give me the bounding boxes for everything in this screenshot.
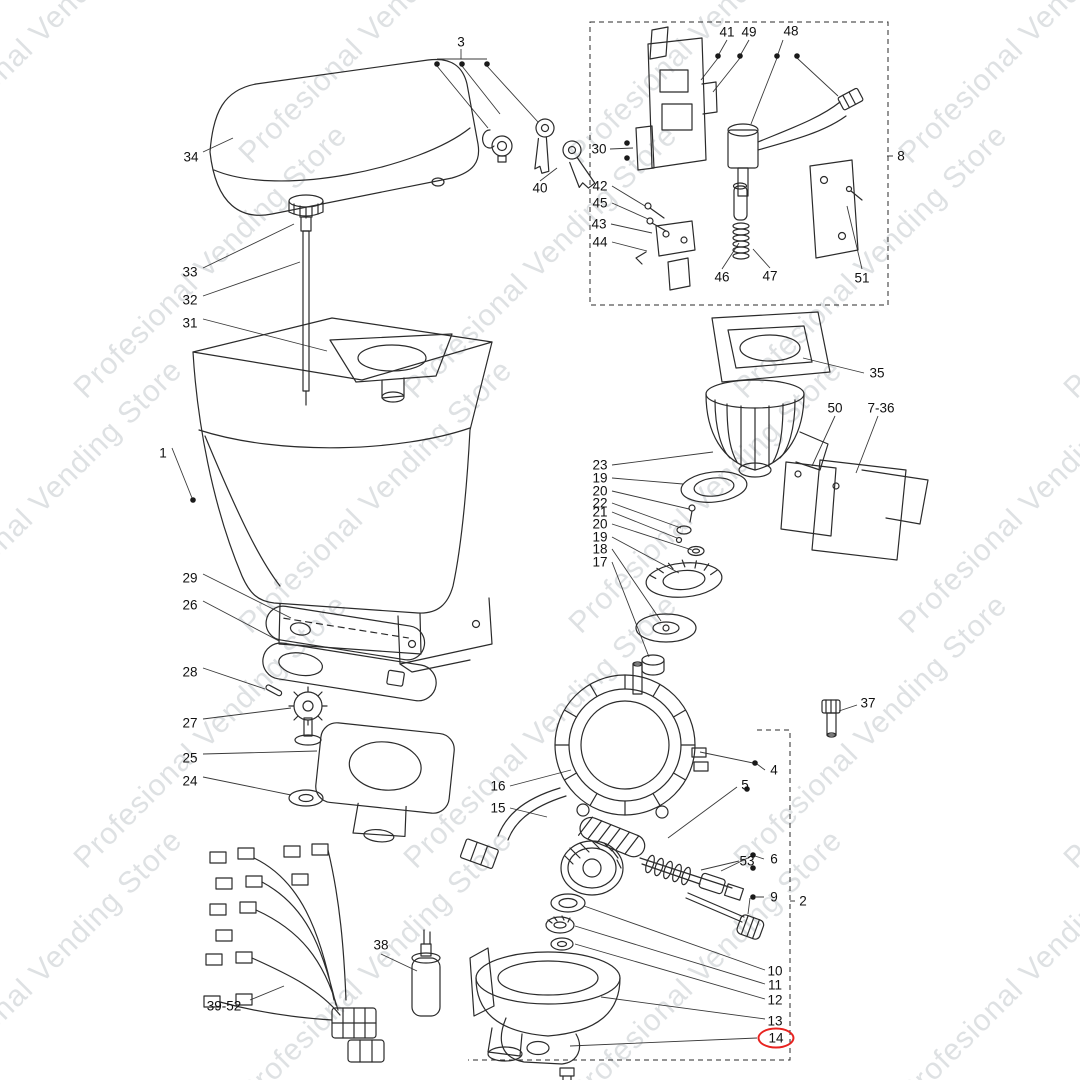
auger-tray-drawing (265, 605, 426, 661)
capacitor-drawing (411, 929, 441, 1017)
funnel-drawing (329, 333, 453, 403)
drive-shaft-drawing (639, 854, 745, 901)
worm-gear-drawing (560, 816, 646, 896)
grinder-rings-drawing (635, 471, 748, 676)
bottom-bracket-drawing (500, 1017, 581, 1080)
side-panels-drawing (780, 459, 929, 561)
canister-drawing (192, 317, 493, 655)
side-bracket-drawing (809, 159, 863, 259)
scoop-drawing (262, 642, 437, 702)
gear-drawing (288, 686, 328, 746)
stud-bolt-drawing (821, 699, 841, 738)
pin-drawing (265, 684, 283, 697)
grinder-body-drawing (705, 379, 829, 478)
plunger-spring-drawing (732, 182, 750, 260)
screws-and-plate-drawing (635, 202, 696, 291)
bullet-dots (190, 53, 800, 900)
pin-shaft-drawing (685, 892, 765, 940)
lock-and-keys-drawing (482, 118, 596, 189)
rings-drawing (545, 893, 586, 951)
wiring-harness-drawing (203, 843, 385, 1063)
washer-drawing (288, 789, 324, 807)
top-funnel-drawing (711, 311, 831, 383)
lid-drawing (209, 58, 480, 216)
leader-lines (171, 39, 893, 1047)
solenoid-drawing (727, 87, 864, 197)
bracket-assembly-drawing (635, 26, 718, 171)
mixer-bowl-drawing (469, 947, 621, 1062)
chute-drawing (315, 722, 455, 843)
motor-drawing (459, 661, 709, 869)
dashed-assembly-boxes (468, 21, 889, 1061)
support-bracket-drawing (397, 597, 493, 673)
knob-and-rod-drawing (288, 194, 324, 406)
